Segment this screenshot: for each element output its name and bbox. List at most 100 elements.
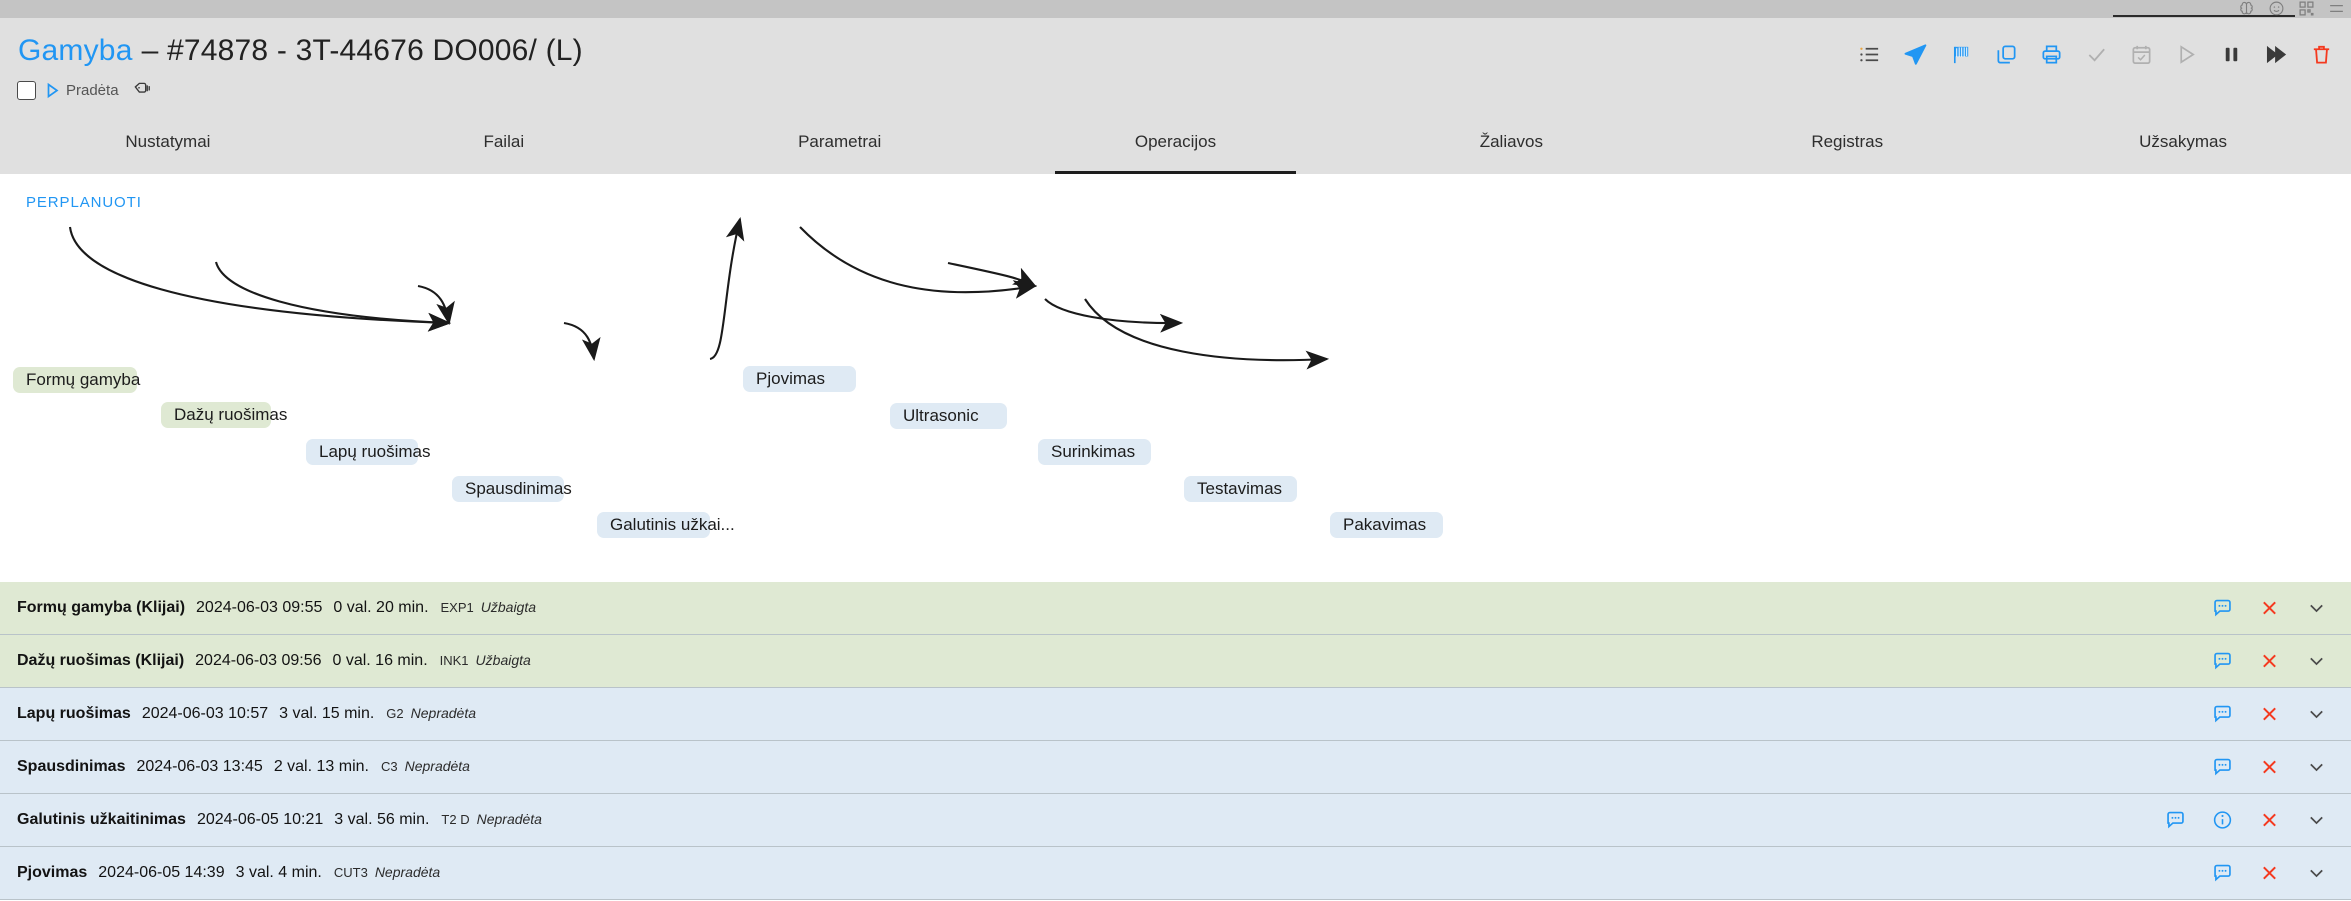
delete-icon[interactable] bbox=[2259, 704, 2280, 725]
list-icon[interactable] bbox=[1858, 43, 1881, 66]
tab-nustatymai[interactable]: Nustatymai bbox=[125, 132, 211, 151]
flag-icon[interactable] bbox=[1950, 43, 1973, 66]
operation-resource: T2 D bbox=[441, 812, 470, 827]
check-icon[interactable] bbox=[2085, 43, 2108, 66]
comment-icon[interactable] bbox=[2212, 863, 2233, 884]
replan-button[interactable]: PERPLANUOTI bbox=[26, 194, 142, 211]
delete-icon[interactable] bbox=[2310, 43, 2333, 66]
print-icon[interactable] bbox=[2040, 43, 2063, 66]
flow-node-ultrasonic[interactable]: Ultrasonic bbox=[890, 403, 1007, 429]
operation-duration: 3 val. 15 min. bbox=[279, 705, 375, 722]
qr-icon[interactable] bbox=[2298, 0, 2315, 17]
browser-chrome-strip bbox=[0, 0, 2351, 18]
delete-icon[interactable] bbox=[2259, 757, 2280, 778]
select-all-checkbox[interactable] bbox=[17, 81, 36, 100]
menu-icon[interactable] bbox=[2328, 0, 2345, 17]
tag-icon[interactable] bbox=[133, 81, 152, 100]
tab-parametrai[interactable]: Parametrai bbox=[798, 132, 882, 151]
tab-failai[interactable]: Failai bbox=[483, 132, 525, 151]
comment-icon[interactable] bbox=[2165, 810, 2186, 831]
flow-node-label: Dažų ruošimas bbox=[174, 405, 288, 424]
tab-operacijos[interactable]: Operacijos bbox=[1008, 117, 1344, 174]
operation-row-actions bbox=[2212, 863, 2327, 884]
info-icon[interactable] bbox=[2212, 810, 2233, 831]
operation-resource: EXP1 bbox=[440, 600, 474, 615]
operation-duration: 2 val. 13 min. bbox=[273, 758, 369, 775]
delete-icon[interactable] bbox=[2259, 651, 2280, 672]
chevron-down-icon[interactable] bbox=[2306, 810, 2327, 831]
flow-node-testavimas[interactable]: Testavimas bbox=[1184, 476, 1297, 502]
smiley-icon[interactable] bbox=[2268, 0, 2285, 17]
flow-node-label: Ultrasonic bbox=[903, 406, 979, 425]
operation-date: 2024-06-03 13:45 bbox=[136, 758, 263, 775]
operation-name: Pjovimas bbox=[17, 864, 88, 881]
operation-name: Dažų ruošimas (Klijai) bbox=[17, 652, 185, 669]
chevron-down-icon[interactable] bbox=[2306, 598, 2327, 619]
operation-row-actions bbox=[2165, 810, 2327, 831]
status-row: Pradėta bbox=[17, 81, 152, 100]
chevron-down-icon[interactable] bbox=[2306, 863, 2327, 884]
chevron-down-icon[interactable] bbox=[2306, 704, 2327, 725]
pause-icon[interactable] bbox=[2220, 43, 2243, 66]
comment-icon[interactable] bbox=[2212, 651, 2233, 672]
operation-row-actions bbox=[2212, 704, 2327, 725]
flow-node-surinkimas[interactable]: Surinkimas bbox=[1038, 439, 1151, 465]
flow-node-pakavimas[interactable]: Pakavimas bbox=[1330, 512, 1443, 538]
operation-resource: C3 bbox=[380, 759, 398, 774]
comment-icon[interactable] bbox=[2212, 704, 2233, 725]
page-title: Gamyba – #74878 - 3T-44676 DO006/ (L) bbox=[18, 34, 583, 68]
send-icon[interactable] bbox=[1903, 42, 1928, 67]
chevron-down-icon[interactable] bbox=[2306, 757, 2327, 778]
operation-status: Užbaigta bbox=[475, 652, 531, 668]
play-icon[interactable] bbox=[45, 82, 60, 99]
flow-node-pjovimas[interactable]: Pjovimas bbox=[743, 366, 856, 392]
operation-row-actions bbox=[2212, 757, 2327, 778]
flow-node-label: Formų gamyba bbox=[26, 370, 141, 389]
operation-name: Lapų ruošimas bbox=[17, 705, 131, 722]
delete-icon[interactable] bbox=[2259, 810, 2280, 831]
operations-flow-diagram: PERPLANUOTI Formų gamyba bbox=[0, 174, 2351, 582]
flow-node-label: Testavimas bbox=[1197, 479, 1283, 498]
flow-node-lapu[interactable]: Lapų ruošimas bbox=[306, 439, 431, 465]
brain-icon[interactable] bbox=[2238, 0, 2255, 17]
tab-uzsakymas[interactable]: Užsakymas bbox=[2139, 132, 2228, 151]
flow-node-label: Lapų ruošimas bbox=[319, 442, 431, 461]
chevron-down-icon[interactable] bbox=[2306, 651, 2327, 672]
copy-icon[interactable] bbox=[1995, 43, 2018, 66]
operation-status: Nepradėta bbox=[374, 864, 441, 880]
flow-node-galutinis[interactable]: Galutinis užkai... bbox=[597, 512, 735, 538]
comment-icon[interactable] bbox=[2212, 598, 2233, 619]
flow-node-spaus[interactable]: Spausdinimas bbox=[452, 476, 572, 502]
flow-node-dazu[interactable]: Dažų ruošimas bbox=[161, 402, 287, 428]
delete-icon[interactable] bbox=[2259, 598, 2280, 619]
page-title-link[interactable]: Gamyba bbox=[18, 34, 133, 67]
operation-resource: CUT3 bbox=[333, 865, 368, 880]
comment-icon[interactable] bbox=[2212, 757, 2233, 778]
operation-resource: INK1 bbox=[439, 653, 469, 668]
operation-status: Nepradėta bbox=[404, 758, 470, 774]
flow-node-formu[interactable]: Formų gamyba bbox=[13, 367, 141, 393]
operation-date: 2024-06-05 10:21 bbox=[196, 811, 324, 828]
calendar-icon[interactable] bbox=[2130, 43, 2153, 66]
tab-registras[interactable]: Registras bbox=[1811, 132, 1884, 151]
operation-duration: 0 val. 20 min. bbox=[333, 599, 429, 616]
operation-resource: G2 bbox=[386, 706, 404, 721]
tab-zaliavos[interactable]: Žaliavos bbox=[1479, 132, 1544, 151]
operation-date: 2024-06-03 09:56 bbox=[195, 652, 322, 669]
delete-icon[interactable] bbox=[2259, 863, 2280, 884]
play-icon[interactable] bbox=[2175, 43, 2198, 66]
header-toolbar bbox=[1858, 42, 2333, 67]
skip-icon[interactable] bbox=[2265, 43, 2288, 66]
